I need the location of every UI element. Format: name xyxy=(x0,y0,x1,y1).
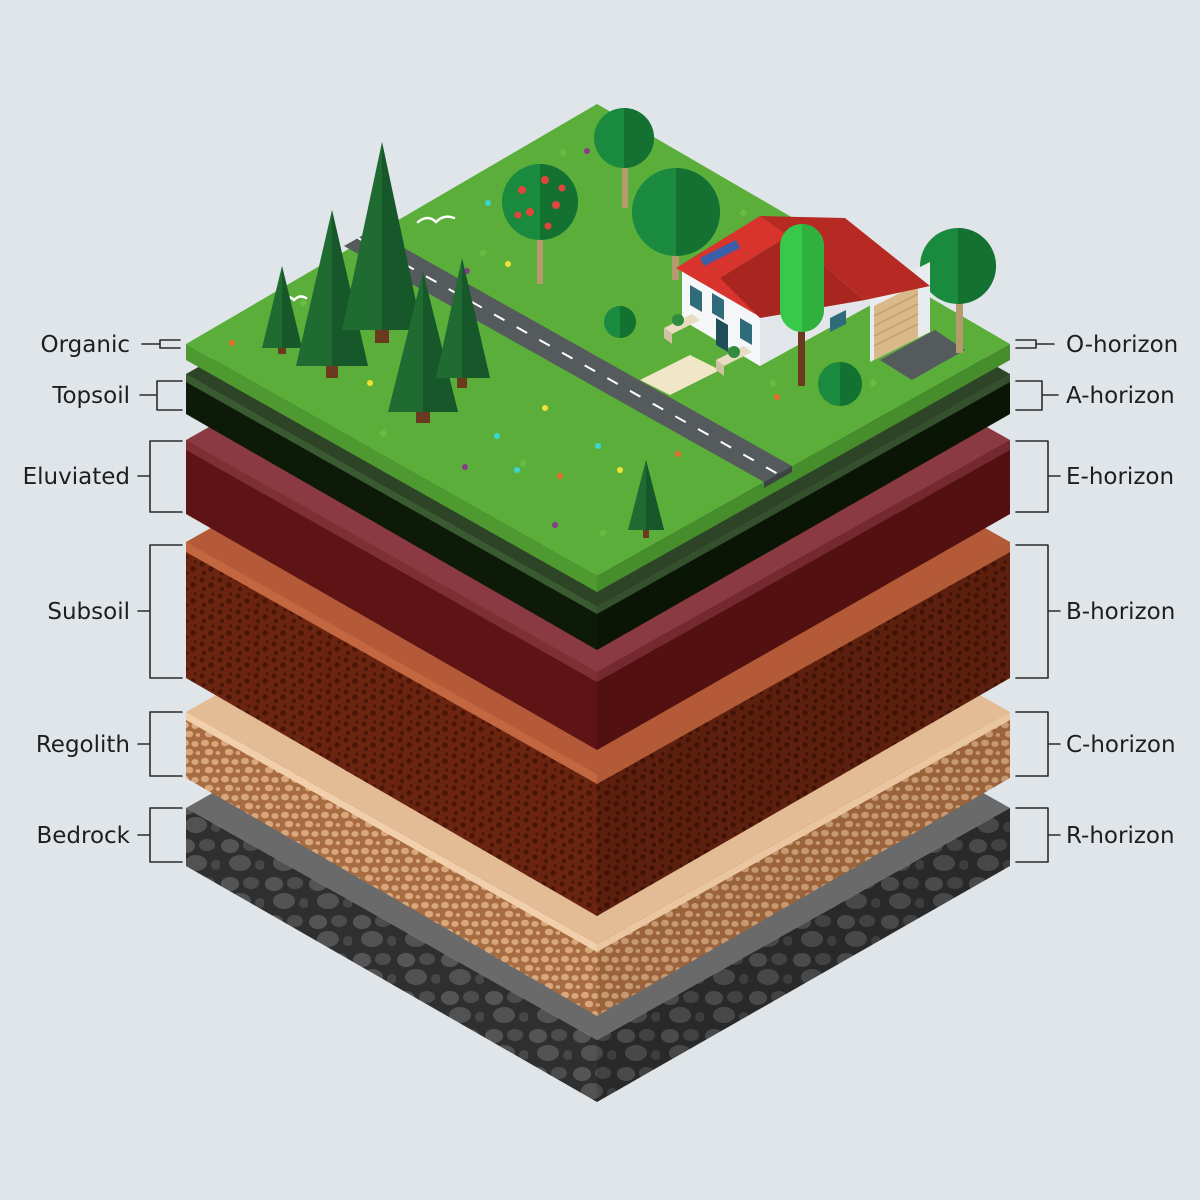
label-regolith: Regolith xyxy=(36,732,130,758)
left-brackets xyxy=(138,340,182,862)
label-a-horizon: A-horizon xyxy=(1066,383,1175,409)
label-organic: Organic xyxy=(41,332,130,358)
label-c-horizon: C-horizon xyxy=(1066,732,1176,758)
label-topsoil: Topsoil xyxy=(51,383,130,409)
label-e-horizon: E-horizon xyxy=(1066,464,1174,490)
label-o-horizon: O-horizon xyxy=(1066,332,1178,358)
label-bedrock: Bedrock xyxy=(36,823,130,849)
label-b-horizon: B-horizon xyxy=(1066,599,1175,625)
right-brackets xyxy=(1016,340,1060,862)
label-eluviated: Eluviated xyxy=(23,464,130,490)
label-subsoil: Subsoil xyxy=(47,599,130,625)
label-r-horizon: R-horizon xyxy=(1066,823,1175,849)
